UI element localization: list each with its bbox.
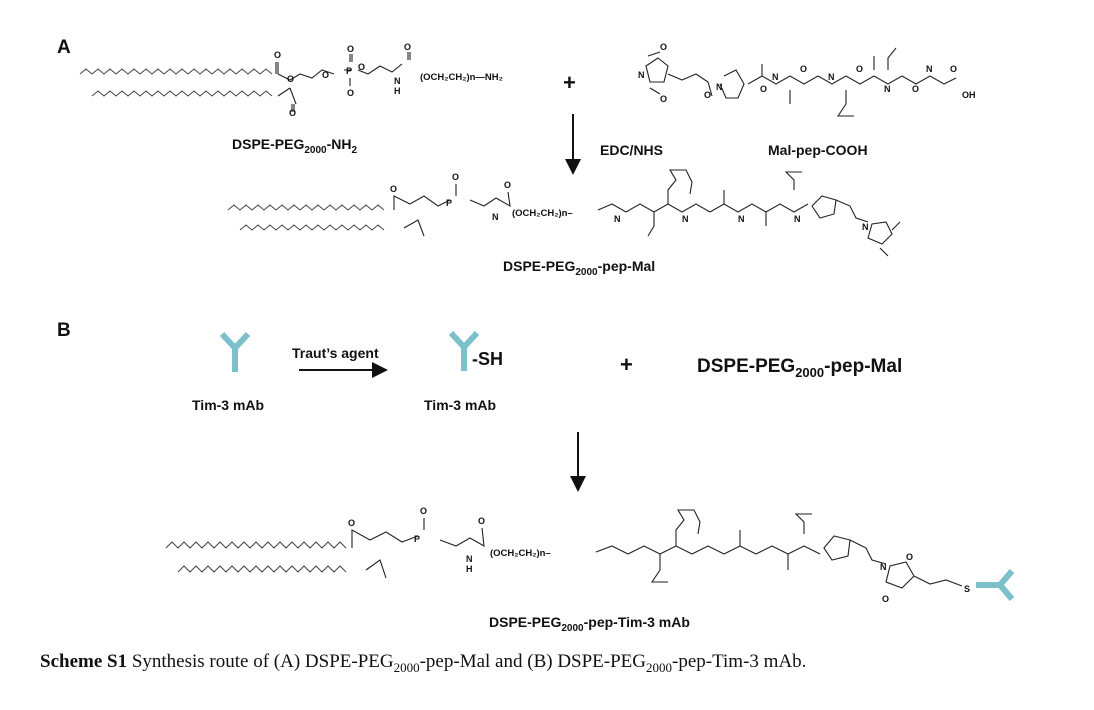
traut-agent-label: Traut’s agent — [292, 345, 379, 361]
svg-text:O: O — [660, 42, 667, 52]
svg-text:N: N — [716, 82, 723, 92]
svg-text:S: S — [964, 584, 970, 594]
mal-pep-cooh-label: Mal-pep-COOH — [768, 142, 868, 158]
thiolated-mab-icon — [448, 330, 480, 371]
svg-text:(OCH₂CH₂)n—NH₂: (OCH₂CH₂)n—NH₂ — [420, 72, 503, 83]
plus-sign-b: + — [620, 352, 633, 377]
svg-text:O: O — [322, 70, 329, 80]
svg-text:O: O — [287, 74, 294, 84]
svg-text:N: N — [926, 64, 933, 74]
svg-text:O: O — [420, 506, 427, 516]
svg-text:N: N — [884, 84, 891, 94]
svg-text:O: O — [289, 108, 296, 118]
svg-text:O: O — [882, 594, 889, 604]
svg-text:O: O — [760, 84, 767, 94]
svg-text:O: O — [358, 62, 365, 72]
svg-text:O: O — [950, 64, 957, 74]
svg-text:O: O — [912, 84, 919, 94]
svg-text:P: P — [414, 534, 420, 544]
svg-text:H: H — [466, 564, 473, 574]
svg-text:O: O — [347, 88, 354, 98]
dspe-peg-pep-mal-structure: O P O O N (OCH₂CH₂)n– N N N N N — [227, 169, 901, 257]
dspe-peg-nh2-label: DSPE-PEG2000-NH2 — [232, 136, 358, 156]
svg-text:P: P — [446, 198, 452, 208]
svg-text:(OCH₂CH₂)n–: (OCH₂CH₂)n– — [490, 548, 551, 559]
svg-text:N: N — [828, 72, 835, 82]
sh-group-label: -SH — [472, 349, 503, 369]
thiolated-mab-label: Tim-3 mAb — [424, 397, 497, 413]
svg-text:O: O — [347, 44, 354, 54]
scheme-caption: Scheme S1 Synthesis route of (A) DSPE-PE… — [40, 651, 807, 675]
tim3-mab-label: Tim-3 mAb — [192, 397, 265, 413]
dspe-peg-pep-mal-label: DSPE-PEG2000-pep-Mal — [503, 258, 656, 278]
svg-text:O: O — [856, 64, 863, 74]
svg-text:N: N — [638, 70, 645, 80]
svg-text:O: O — [348, 518, 355, 528]
svg-text:H: H — [394, 86, 401, 96]
svg-text:O: O — [274, 50, 281, 60]
svg-text:O: O — [478, 516, 485, 526]
svg-text:N: N — [862, 222, 869, 232]
dspe-peg-nh2-structure: O O O P O O O O O N H (OCH₂CH₂)n—NH₂ — [79, 42, 503, 118]
svg-text:N: N — [492, 212, 499, 222]
svg-text:O: O — [452, 172, 459, 182]
svg-text:N: N — [794, 214, 801, 224]
svg-text:O: O — [390, 184, 397, 194]
svg-text:OH: OH — [962, 90, 976, 100]
svg-text:O: O — [704, 90, 711, 100]
reagent-edc-nhs: EDC/NHS — [600, 142, 664, 158]
stearoyl-chain-1 — [79, 68, 273, 75]
svg-text:N: N — [466, 554, 473, 564]
svg-text:(OCH₂CH₂)n–: (OCH₂CH₂)n– — [512, 208, 573, 219]
panel-label-a: A — [57, 37, 71, 58]
svg-text:O: O — [660, 94, 667, 104]
svg-text:O: O — [906, 552, 913, 562]
dspe-peg-pep-tim3-structure: O P O O N H (OCH₂CH₂)n– N O O S — [165, 506, 1015, 604]
svg-text:N: N — [772, 72, 779, 82]
svg-text:N: N — [738, 214, 745, 224]
svg-text:N: N — [880, 562, 887, 572]
dspe-peg-pep-mal-partner-label: DSPE-PEG2000-pep-Mal — [697, 356, 903, 380]
svg-text:N: N — [682, 214, 689, 224]
tim3-mab-icon — [219, 331, 251, 372]
svg-text:O: O — [800, 64, 807, 74]
dspe-peg-pep-tim3-label: DSPE-PEG2000-pep-Tim-3 mAb — [489, 614, 690, 634]
svg-text:N: N — [394, 76, 401, 86]
stearoyl-chain-2 — [91, 90, 273, 97]
mal-pep-cooh-structure: O O N O N O N O N O N O N O OH — [638, 42, 976, 117]
svg-text:O: O — [404, 42, 411, 52]
plus-sign-a: + — [563, 70, 576, 95]
svg-text:N: N — [614, 214, 621, 224]
svg-text:O: O — [504, 180, 511, 190]
panel-label-b: B — [57, 320, 71, 341]
svg-text:P: P — [346, 66, 352, 76]
